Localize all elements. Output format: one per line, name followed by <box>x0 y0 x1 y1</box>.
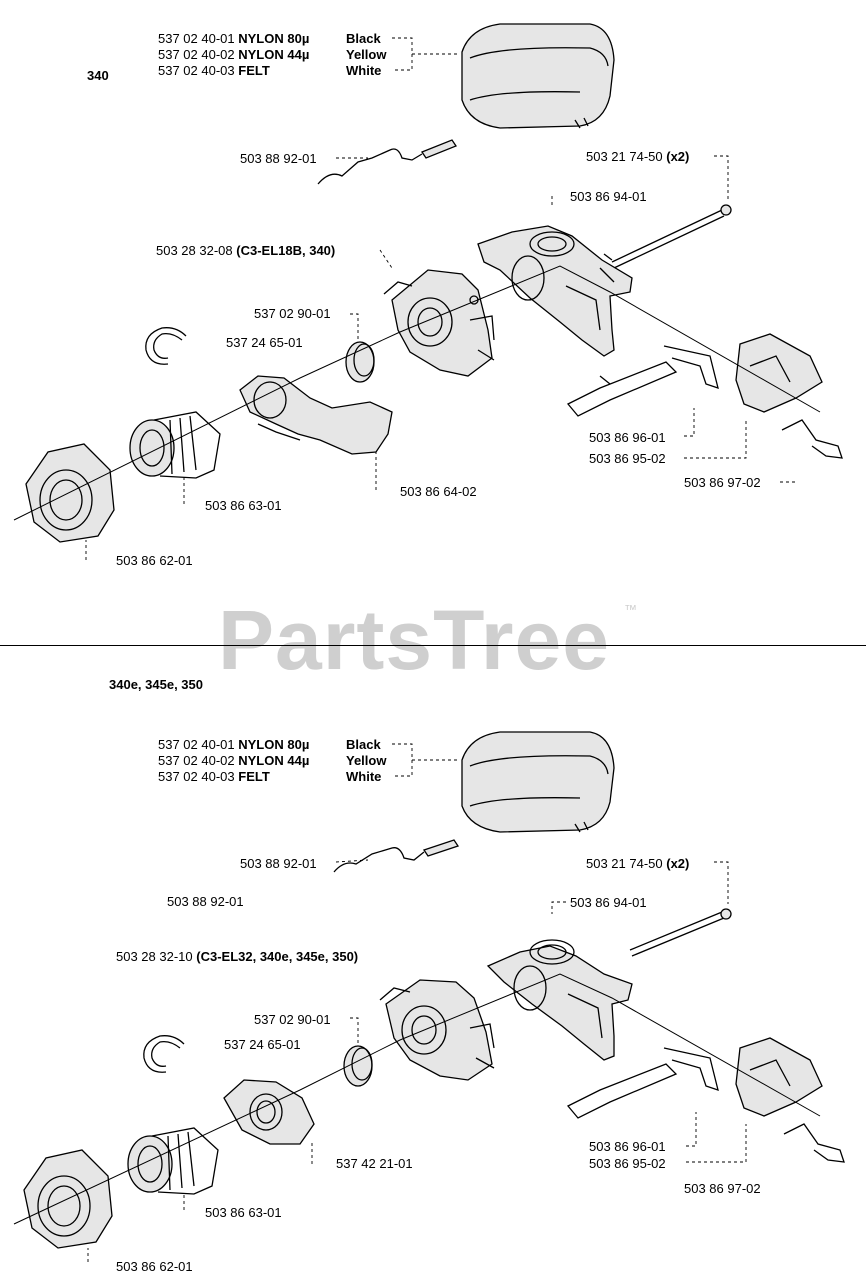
filter-material: FELT <box>238 769 270 784</box>
filter-color: Black <box>346 737 381 752</box>
bottom-lever2-label[interactable]: 503 86 95-02 <box>589 1156 666 1171</box>
bolt-quantity: (x2) <box>666 149 690 164</box>
bottom-bracket[interactable] <box>735 1037 845 1163</box>
carburetor-part-number: 503 28 32-08 <box>156 243 233 258</box>
filter-color: Yellow <box>346 47 387 62</box>
top-bracket[interactable] <box>735 333 843 459</box>
top-filter-row-3[interactable]: 537 02 40-03 FELT White <box>158 63 381 78</box>
bottom-intake-boot[interactable] <box>127 1127 219 1195</box>
top-lever1-label[interactable]: 503 86 96-01 <box>589 430 666 445</box>
bottom-choke-rod[interactable] <box>333 839 460 873</box>
bottom-gasket-label[interactable]: 537 02 90-01 <box>254 1012 331 1027</box>
bottom-rod2-label[interactable]: 503 88 92-01 <box>167 894 244 909</box>
bottom-filter-row-1[interactable]: 537 02 40-01 NYLON 80µ Black <box>158 737 381 752</box>
top-snap-ring[interactable] <box>145 327 187 365</box>
top-ring-label[interactable]: 537 24 65-01 <box>226 335 303 350</box>
top-filter-holder[interactable] <box>477 225 633 357</box>
top-flange-label[interactable]: 503 86 62-01 <box>116 553 193 568</box>
bottom-rod-label[interactable]: 503 88 92-01 <box>240 856 317 871</box>
bottom-lever1-label[interactable]: 503 86 96-01 <box>589 1139 666 1154</box>
bottom-intake-label[interactable]: 503 86 63-01 <box>205 1205 282 1220</box>
filter-part-number: 537 02 40-01 <box>158 737 235 752</box>
bottom-filter-row-2[interactable]: 537 02 40-02 NYLON 44µ Yellow <box>158 753 386 768</box>
filter-material: NYLON 44µ <box>238 753 310 768</box>
bottom-bolt[interactable] <box>629 908 732 957</box>
carburetor-note: (C3-EL18B, 340) <box>236 243 336 258</box>
bottom-levers[interactable] <box>566 1047 719 1119</box>
filter-part-number: 537 02 40-02 <box>158 47 235 62</box>
carburetor-note: (C3-EL32, 340e, 345e, 350) <box>196 949 359 964</box>
top-filter-row-2[interactable]: 537 02 40-02 NYLON 44µ Yellow <box>158 47 386 62</box>
filter-material: NYLON 80µ <box>238 31 310 46</box>
top-flange[interactable] <box>25 443 115 543</box>
top-rod-label[interactable]: 503 88 92-01 <box>240 151 317 166</box>
bottom-bolt-label[interactable]: 503 21 74-50 (x2) <box>586 856 689 871</box>
bottom-assembly <box>13 731 845 1262</box>
top-levers[interactable] <box>566 345 719 417</box>
top-bracket-label[interactable]: 503 86 97-02 <box>684 475 761 490</box>
top-carburetor[interactable] <box>383 269 495 377</box>
bolt-quantity: (x2) <box>666 856 690 871</box>
filter-material: NYLON 44µ <box>238 47 310 62</box>
top-choke-rod[interactable] <box>317 139 457 185</box>
bottom-carburetor[interactable] <box>379 979 495 1081</box>
carburetor-part-number: 503 28 32-10 <box>116 949 193 964</box>
bottom-carburetor-label[interactable]: 503 28 32-10 (C3-EL32, 340e, 345e, 350) <box>116 949 358 964</box>
bottom-holder-label[interactable]: 503 86 94-01 <box>570 895 647 910</box>
filter-color: Black <box>346 31 381 46</box>
filter-part-number: 537 02 40-02 <box>158 753 235 768</box>
top-bolt[interactable] <box>603 204 732 273</box>
top-intake-label[interactable]: 503 86 63-01 <box>205 498 282 513</box>
top-manifold[interactable] <box>239 375 393 455</box>
bottom-bracket-label[interactable]: 503 86 97-02 <box>684 1181 761 1196</box>
bottom-manifold-label[interactable]: 537 42 21-01 <box>336 1156 413 1171</box>
top-gasket-label[interactable]: 537 02 90-01 <box>254 306 331 321</box>
top-assembly <box>13 23 843 560</box>
filter-color: Yellow <box>346 753 387 768</box>
bottom-model-label: 340e, 345e, 350 <box>109 677 203 692</box>
filter-part-number: 537 02 40-01 <box>158 31 235 46</box>
top-holder-label[interactable]: 503 86 94-01 <box>570 189 647 204</box>
top-air-filter[interactable] <box>461 23 615 129</box>
top-gasket[interactable] <box>345 341 375 383</box>
filter-color: White <box>346 769 382 784</box>
bolt-part-number: 503 21 74-50 <box>586 856 663 871</box>
bottom-air-filter[interactable] <box>461 731 615 833</box>
top-model-label: 340 <box>87 68 109 83</box>
watermark-tm: ™ <box>624 602 637 617</box>
top-filter-row-1[interactable]: 537 02 40-01 NYLON 80µ Black <box>158 31 381 46</box>
filter-material: NYLON 80µ <box>238 737 310 752</box>
top-bolt-label[interactable]: 503 21 74-50 (x2) <box>586 149 689 164</box>
bottom-filter-row-3[interactable]: 537 02 40-03 FELT White <box>158 769 381 784</box>
filter-color: White <box>346 63 382 78</box>
bottom-flange-label[interactable]: 503 86 62-01 <box>116 1259 193 1274</box>
top-intake-boot[interactable] <box>129 411 221 479</box>
top-carburetor-label[interactable]: 503 28 32-08 (C3-EL18B, 340) <box>156 243 335 258</box>
section-divider <box>0 645 866 646</box>
bottom-manifold[interactable] <box>223 1079 315 1145</box>
bottom-snap-ring[interactable] <box>143 1035 185 1073</box>
filter-part-number: 537 02 40-03 <box>158 63 235 78</box>
bolt-part-number: 503 21 74-50 <box>586 149 663 164</box>
bottom-ring-label[interactable]: 537 24 65-01 <box>224 1037 301 1052</box>
top-manifold-label[interactable]: 503 86 64-02 <box>400 484 477 499</box>
filter-material: FELT <box>238 63 270 78</box>
filter-part-number: 537 02 40-03 <box>158 769 235 784</box>
bottom-filter-holder[interactable] <box>486 939 633 1061</box>
watermark-brand: PartsTree <box>218 593 610 687</box>
top-lever2-label[interactable]: 503 86 95-02 <box>589 451 666 466</box>
